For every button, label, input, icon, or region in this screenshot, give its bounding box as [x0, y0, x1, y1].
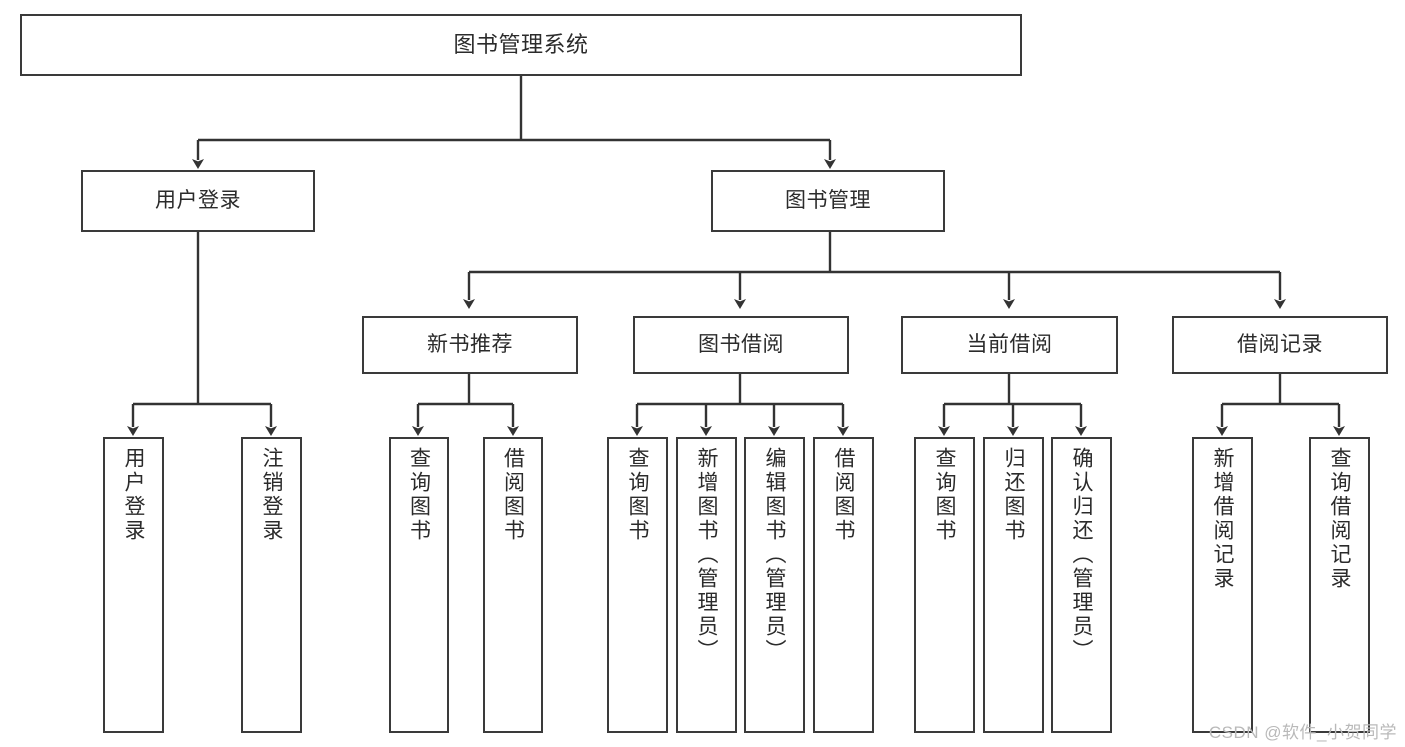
node-book-manage-label: 图书管理	[785, 188, 871, 212]
leaf-confirm-return-label: 确认归还（管理员）	[1070, 447, 1094, 663]
node-new-book-recommend[interactable]: 新书推荐	[362, 316, 578, 374]
leaf-edit-book-label: 编辑图书（管理员）	[763, 447, 787, 663]
node-root[interactable]: 图书管理系统	[20, 14, 1022, 76]
leaf-add-borrow-record-label: 新增借阅记录	[1211, 447, 1235, 591]
leaf-return-book-label: 归还图书	[1002, 447, 1026, 543]
leaf-add-borrow-record[interactable]: 新增借阅记录	[1192, 437, 1253, 733]
node-root-label: 图书管理系统	[453, 32, 589, 58]
leaf-add-book[interactable]: 新增图书（管理员）	[676, 437, 737, 733]
leaf-borrow-book-1[interactable]: 借阅图书	[483, 437, 543, 733]
node-user-login-label: 用户登录	[155, 188, 241, 212]
leaf-edit-book[interactable]: 编辑图书（管理员）	[744, 437, 805, 733]
node-user-login[interactable]: 用户登录	[81, 170, 315, 232]
node-book-borrow[interactable]: 图书借阅	[633, 316, 849, 374]
leaf-query-book-3[interactable]: 查询图书	[914, 437, 975, 733]
leaf-return-book[interactable]: 归还图书	[983, 437, 1044, 733]
leaf-query-book-1[interactable]: 查询图书	[389, 437, 449, 733]
leaf-borrow-book-1-label: 借阅图书	[501, 447, 525, 543]
watermark: CSDN @软件_小贺同学	[1208, 723, 1397, 742]
leaf-user-logout[interactable]: 注销登录	[241, 437, 302, 733]
leaf-borrow-book-2-label: 借阅图书	[832, 447, 856, 543]
leaf-query-borrow-record[interactable]: 查询借阅记录	[1309, 437, 1370, 733]
node-borrow-record[interactable]: 借阅记录	[1172, 316, 1388, 374]
leaf-user-login[interactable]: 用户登录	[103, 437, 164, 733]
node-current-borrow[interactable]: 当前借阅	[901, 316, 1118, 374]
leaf-user-login-label: 用户登录	[122, 447, 146, 543]
leaf-confirm-return[interactable]: 确认归还（管理员）	[1051, 437, 1112, 733]
node-book-borrow-label: 图书借阅	[698, 332, 784, 356]
leaf-query-borrow-record-label: 查询借阅记录	[1328, 447, 1352, 591]
leaf-query-book-2-label: 查询图书	[626, 447, 650, 543]
leaf-query-book-1-label: 查询图书	[407, 447, 431, 543]
leaf-borrow-book-2[interactable]: 借阅图书	[813, 437, 874, 733]
leaf-query-book-2[interactable]: 查询图书	[607, 437, 668, 733]
node-book-manage[interactable]: 图书管理	[711, 170, 945, 232]
leaf-user-logout-label: 注销登录	[260, 447, 284, 543]
node-current-borrow-label: 当前借阅	[966, 332, 1053, 356]
leaf-query-book-3-label: 查询图书	[933, 447, 957, 543]
node-new-book-recommend-label: 新书推荐	[427, 332, 513, 356]
node-borrow-record-label: 借阅记录	[1237, 332, 1323, 356]
leaf-add-book-label: 新增图书（管理员）	[695, 447, 719, 663]
